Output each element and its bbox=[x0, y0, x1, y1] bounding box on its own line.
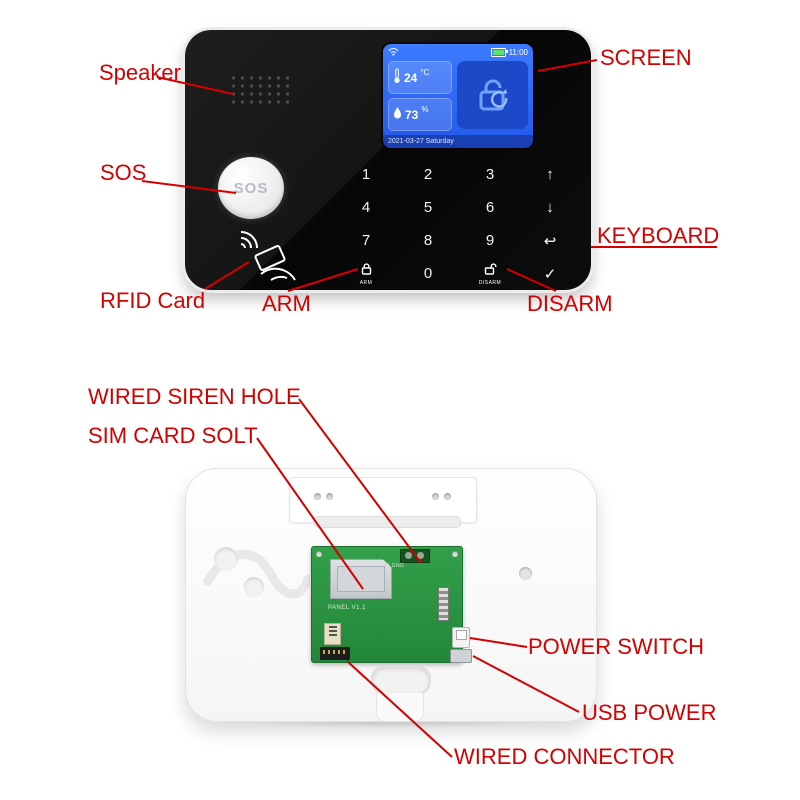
label-keyboard: KEYBOARD bbox=[597, 223, 720, 248]
siren-terminal bbox=[400, 549, 430, 563]
bracket-hole bbox=[444, 493, 451, 500]
pcb-screw-hole bbox=[316, 551, 322, 557]
casing-peg bbox=[214, 547, 238, 571]
lock-open-icon bbox=[484, 262, 497, 279]
humidity-value: 73 bbox=[405, 107, 419, 122]
key-0: 0 bbox=[423, 265, 433, 282]
screen-date: 2021-03-27 Saturday bbox=[383, 135, 533, 148]
label-screen: SCREEN bbox=[600, 45, 692, 70]
temperature-tile: 24 °C bbox=[388, 61, 452, 94]
pcb-screw-hole bbox=[452, 551, 458, 557]
sos-button-label: SOS bbox=[233, 179, 269, 197]
key-arm: ARM bbox=[335, 257, 397, 290]
label-wired-siren-hole: WIRED SIREN HOLE bbox=[88, 384, 301, 409]
temperature-value: 24 bbox=[404, 70, 418, 85]
wired-connector bbox=[320, 647, 350, 660]
usb-power-port bbox=[450, 649, 472, 663]
battery-icon bbox=[490, 47, 508, 57]
label-sos: SOS bbox=[100, 160, 147, 185]
speaker-grill bbox=[229, 74, 293, 108]
lcd-screen: 11:00 24 °C 73 bbox=[383, 44, 533, 148]
bracket-hole bbox=[432, 493, 439, 500]
disarmed-status-icon bbox=[457, 61, 528, 129]
bracket-hole bbox=[326, 493, 333, 500]
key-6: 6 bbox=[485, 199, 495, 216]
key-3: 3 bbox=[485, 166, 495, 183]
key-7: 7 bbox=[361, 232, 371, 249]
label-speaker: Speaker bbox=[99, 60, 181, 85]
label-disarm: DISARM bbox=[527, 291, 613, 316]
key-4: 4 bbox=[361, 199, 371, 216]
wifi-icon bbox=[388, 47, 399, 58]
bottom-tab bbox=[376, 693, 424, 722]
alarm-panel-back: SIREN GND PANEL V1.1 bbox=[185, 468, 597, 722]
droplet-icon bbox=[393, 106, 402, 123]
key-1: 1 bbox=[361, 166, 371, 183]
power-switch bbox=[452, 627, 470, 648]
label-wired-connector: WIRED CONNECTOR bbox=[454, 744, 675, 769]
bracket-hole bbox=[314, 493, 321, 500]
screen-statusbar: 11:00 bbox=[383, 44, 533, 59]
sos-button: SOS bbox=[218, 157, 284, 219]
bracket-rail bbox=[313, 516, 461, 528]
label-power-switch: POWER SWITCH bbox=[528, 634, 704, 659]
key-5: 5 bbox=[423, 199, 433, 216]
key-down: ↓ bbox=[546, 199, 554, 216]
casing-hole bbox=[519, 567, 532, 580]
key-ok: ✓ bbox=[543, 265, 557, 283]
arm-key-label: ARM bbox=[359, 279, 373, 286]
label-usb-power: USB POWER bbox=[582, 700, 717, 725]
key-up: ↑ bbox=[546, 166, 554, 183]
wire-channel bbox=[203, 550, 310, 599]
wire-pass-through bbox=[371, 665, 431, 695]
screen-time: 11:00 bbox=[508, 47, 528, 57]
label-rfid: RFID Card bbox=[100, 288, 206, 313]
disarm-key-label: DISARM bbox=[478, 279, 502, 286]
rfid-icon bbox=[227, 228, 301, 286]
label-sim-card-slot: SIM CARD SOLT bbox=[88, 423, 258, 448]
casing-peg bbox=[244, 577, 264, 597]
humidity-unit: % bbox=[421, 105, 429, 114]
key-8: 8 bbox=[423, 232, 433, 249]
sim-card-slot bbox=[330, 559, 392, 599]
dip-switch bbox=[324, 623, 341, 645]
key-disarm: DISARM bbox=[459, 257, 521, 290]
pcb-silkscreen: PANEL V1.1 bbox=[328, 605, 367, 611]
circuit-board: SIREN GND PANEL V1.1 bbox=[311, 546, 472, 663]
thermometer-icon bbox=[393, 68, 401, 87]
temperature-unit: °C bbox=[420, 68, 430, 77]
lock-closed-icon bbox=[361, 262, 372, 279]
key-back: ↩ bbox=[543, 232, 557, 250]
pin-header bbox=[438, 587, 449, 621]
key-9: 9 bbox=[485, 232, 495, 249]
label-arm: ARM bbox=[262, 291, 311, 316]
keypad: 1 2 3 ↑ 4 5 6 ↓ 7 8 9 ↩ ARM 0 bbox=[335, 158, 579, 290]
humidity-tile: 73 % bbox=[388, 98, 452, 131]
key-2: 2 bbox=[423, 166, 433, 183]
alarm-panel-front: 11:00 24 °C 73 bbox=[185, 30, 591, 290]
